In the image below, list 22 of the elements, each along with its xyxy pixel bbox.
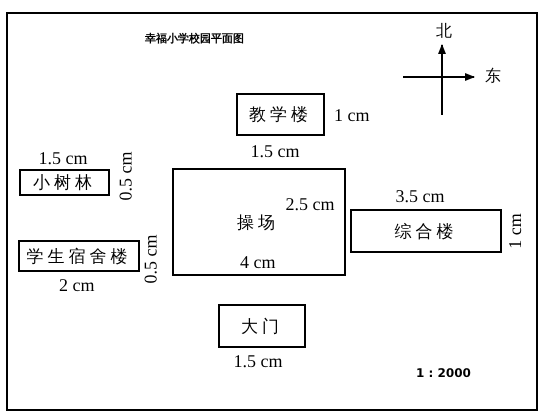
- building-box: 综合楼: [350, 209, 502, 253]
- building-box: 学生宿舍楼: [18, 240, 140, 272]
- building-box: [172, 168, 346, 276]
- dimension-label: 0.5 cm: [116, 152, 134, 200]
- dimension-label: 3.5 cm: [396, 187, 444, 205]
- map-title: 幸福小学校园平面图: [145, 31, 244, 46]
- building-box: 小树林: [19, 169, 110, 196]
- direction-label: 北: [436, 24, 452, 40]
- dimension-label: 1.5 cm: [38, 149, 88, 167]
- dimension-label: 0.5 cm: [141, 234, 159, 284]
- building-name: 操场: [237, 214, 279, 230]
- dimension-label: 1.5 cm: [234, 352, 282, 370]
- direction-label: 东: [485, 69, 501, 85]
- dimension-label: 1 cm: [334, 106, 370, 124]
- building-box: 教学楼: [236, 93, 325, 136]
- dimension-label: 2.5 cm: [286, 195, 334, 213]
- dimension-label: 2 cm: [59, 276, 94, 294]
- scale-label: 1 : 2000: [416, 367, 471, 379]
- dimension-label: 1.5 cm: [250, 142, 300, 160]
- dimension-label: 1 cm: [506, 213, 524, 249]
- building-box: 大门: [218, 304, 306, 348]
- dimension-label: 4 cm: [240, 253, 276, 271]
